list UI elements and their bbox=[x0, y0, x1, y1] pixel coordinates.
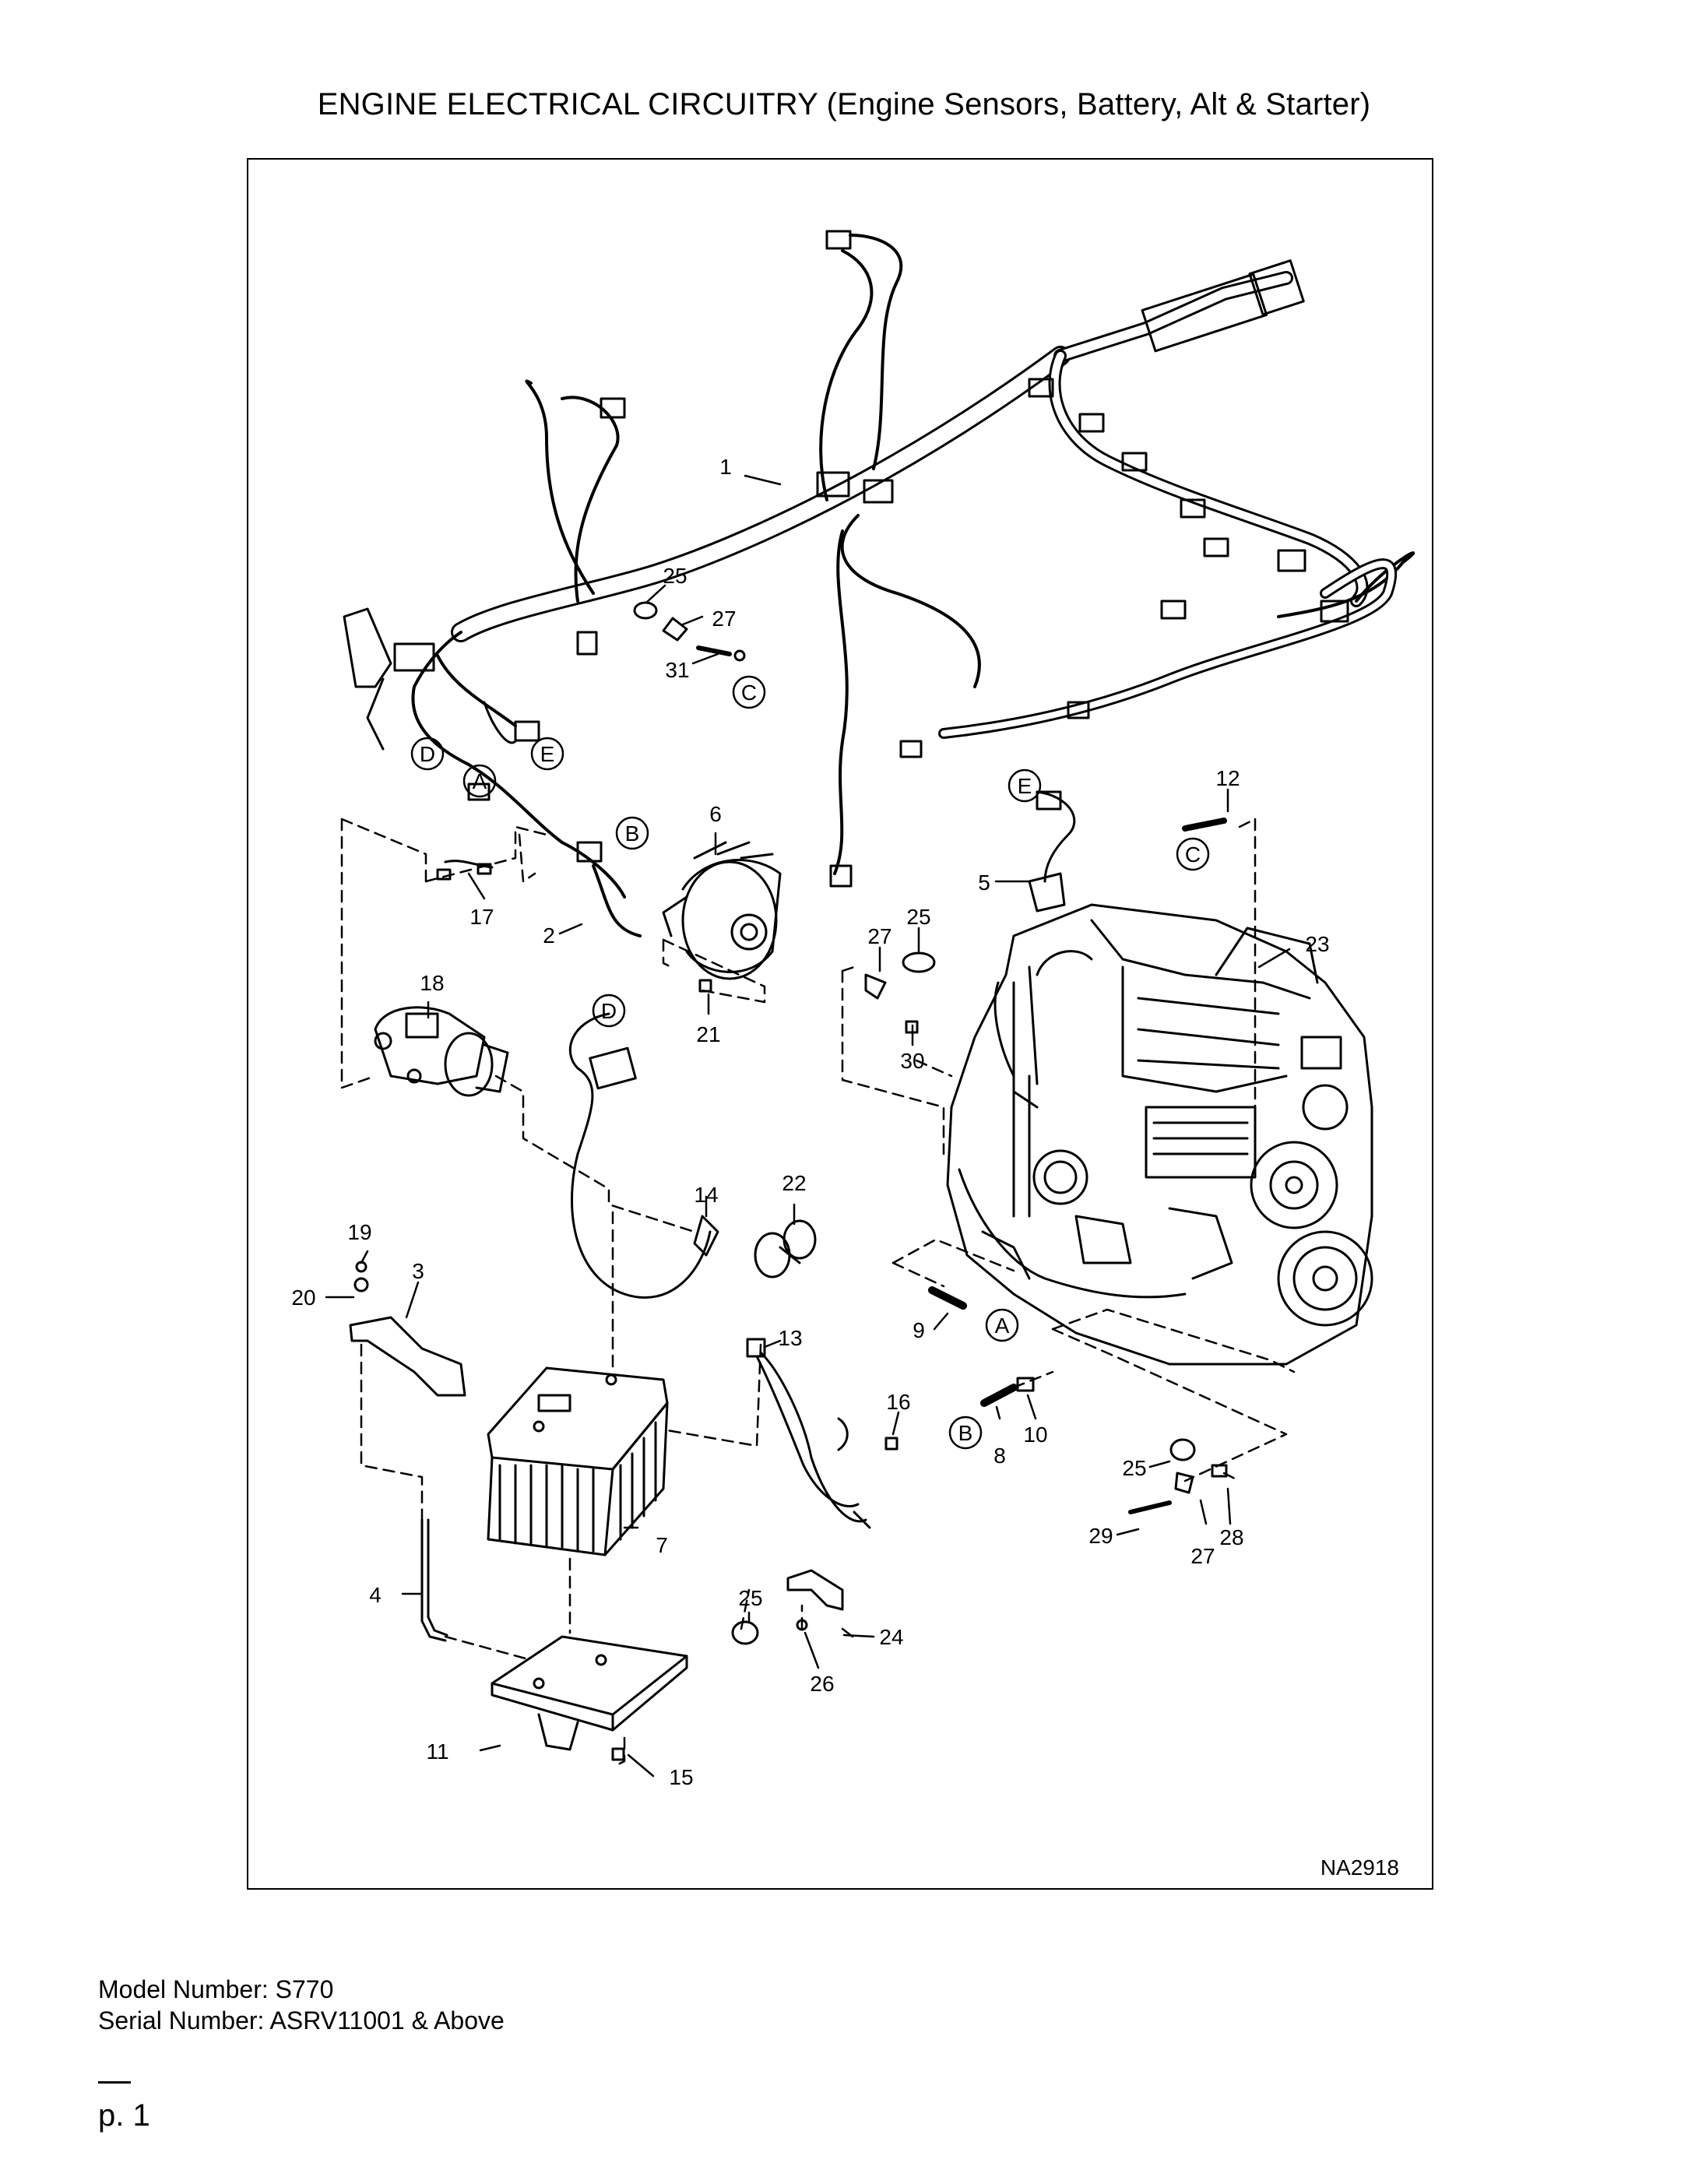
connector-a-label: A bbox=[473, 769, 487, 793]
part-label-2: 2 bbox=[543, 923, 555, 948]
bolts-drawing bbox=[611, 979, 919, 1761]
positive-cable-drawing bbox=[569, 1012, 719, 1299]
diagram-frame: C D E A B D E C A B 1 25 27 31 6 12 17 2… bbox=[247, 158, 1433, 1890]
part-label-30: 30 bbox=[900, 1049, 924, 1073]
connector-b-circle bbox=[948, 1416, 983, 1450]
part-label-12: 12 bbox=[1215, 766, 1240, 790]
jumper-harness-drawing bbox=[436, 860, 494, 881]
engine-clips-drawing bbox=[864, 951, 1228, 1514]
part-label-28: 28 bbox=[1219, 1525, 1243, 1549]
connector-e-circle bbox=[1008, 768, 1042, 803]
connector-c-circle bbox=[1176, 837, 1210, 871]
connector-d-label: D bbox=[420, 742, 435, 766]
exploded-parts-diagram: C D E A B D E C A B 1 25 27 31 6 12 17 2… bbox=[291, 230, 1415, 1880]
part-label-14: 14 bbox=[694, 1183, 718, 1207]
part-label-7: 7 bbox=[656, 1533, 668, 1557]
connector-d-label: D bbox=[601, 999, 617, 1023]
connector-b-label: B bbox=[625, 821, 640, 846]
connector-e-circle bbox=[530, 737, 564, 771]
part-label-9: 9 bbox=[913, 1318, 925, 1342]
connector-d-circle bbox=[592, 994, 626, 1028]
dashed-leader-lines bbox=[340, 818, 1296, 1767]
engine-drawing bbox=[946, 903, 1373, 1366]
connector-a-circle bbox=[462, 764, 497, 798]
part-label-13: 13 bbox=[778, 1326, 802, 1350]
part-label-31: 31 bbox=[665, 658, 689, 682]
part-label-27: 27 bbox=[712, 607, 736, 631]
page-title: ENGINE ELECTRICAL CIRCUITRY (Engine Sens… bbox=[317, 87, 1371, 121]
connector-c-circle bbox=[732, 675, 766, 709]
serial-number: Serial Number: ASRV11001 & Above bbox=[98, 2006, 505, 2035]
sensors-drawing bbox=[928, 790, 1227, 1407]
part-label-24: 24 bbox=[879, 1625, 903, 1649]
battery-drawing bbox=[487, 1366, 669, 1556]
part-label-15: 15 bbox=[669, 1765, 693, 1789]
battery-tray-drawing bbox=[491, 1635, 688, 1751]
part-label-29: 29 bbox=[1088, 1524, 1113, 1548]
part-label-8: 8 bbox=[993, 1444, 1006, 1468]
part-label-25: 25 bbox=[1122, 1456, 1146, 1480]
part-label-23: 23 bbox=[1305, 932, 1329, 956]
part-label-21: 21 bbox=[696, 1022, 720, 1046]
connector-a-label: A bbox=[995, 1314, 1010, 1338]
part-label-25: 25 bbox=[663, 564, 687, 588]
connector-b-label: B bbox=[958, 1421, 973, 1445]
main-harness-drawing bbox=[343, 230, 1415, 937]
connector-d-circle bbox=[410, 737, 445, 771]
part-label-22: 22 bbox=[782, 1171, 806, 1195]
part-label-25: 25 bbox=[738, 1586, 762, 1610]
ground-cable-drawing bbox=[746, 1338, 871, 1529]
starter-drawing bbox=[374, 1006, 509, 1097]
part-label-4: 4 bbox=[369, 1583, 382, 1607]
part-label-6: 6 bbox=[709, 802, 722, 826]
connector-b-circle bbox=[615, 816, 649, 850]
part-label-19: 19 bbox=[347, 1220, 371, 1244]
connector-c-label: C bbox=[1185, 842, 1201, 867]
connector-e-label: E bbox=[1018, 774, 1032, 798]
figure-code: NA2918 bbox=[1321, 1855, 1399, 1880]
model-number: Model Number: S770 bbox=[98, 1975, 334, 2003]
part-label-5: 5 bbox=[978, 870, 990, 895]
part-label-3: 3 bbox=[412, 1259, 424, 1283]
part-label-25: 25 bbox=[906, 905, 930, 929]
connector-a-circle bbox=[985, 1308, 1019, 1342]
part-label-11: 11 bbox=[426, 1739, 448, 1764]
terminal-boot-drawing bbox=[754, 1219, 817, 1278]
hold-down-drawing bbox=[349, 1261, 466, 1642]
part-label-26: 26 bbox=[810, 1672, 834, 1696]
connector-e-label: E bbox=[540, 742, 555, 766]
connector-c-label: C bbox=[741, 681, 757, 705]
part-label-20: 20 bbox=[291, 1285, 315, 1310]
part-label-1: 1 bbox=[719, 455, 732, 479]
part-label-10: 10 bbox=[1023, 1423, 1047, 1447]
part-label-16: 16 bbox=[886, 1390, 910, 1414]
part-label-18: 18 bbox=[420, 971, 444, 995]
part-label-17: 17 bbox=[469, 905, 494, 929]
page-number: p. 1 bbox=[98, 2098, 150, 2133]
callout-leaders bbox=[325, 474, 1291, 1778]
part-label-27: 27 bbox=[867, 924, 891, 948]
page-rule bbox=[98, 2081, 131, 2084]
part-label-27: 27 bbox=[1190, 1544, 1215, 1568]
alternator-drawing bbox=[662, 841, 782, 980]
